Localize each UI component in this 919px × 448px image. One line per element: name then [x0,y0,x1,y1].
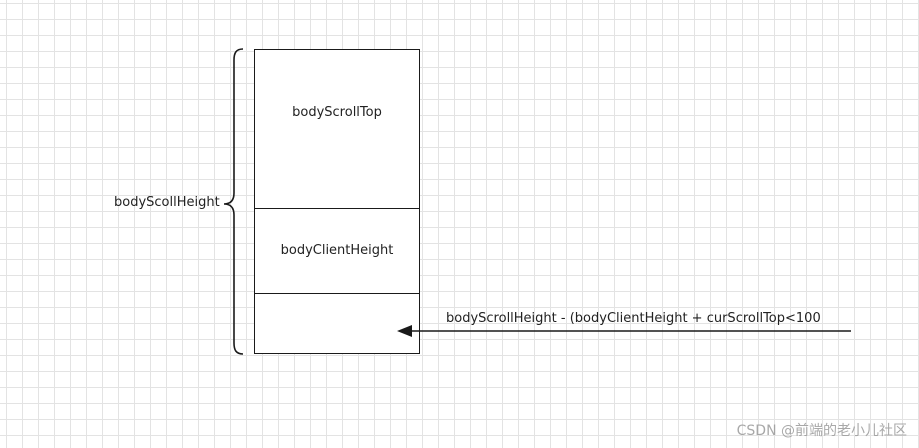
watermark: CSDN @前端的老小儿社区 [736,423,907,439]
formula-arrowhead [397,325,412,337]
scroll-height-label: bodyScollHeight [114,195,220,210]
scroll-container-box [254,49,420,354]
scroll-height-brace [223,48,244,355]
formula-label: bodyScrollHeight - (bodyClientHeight + c… [446,311,821,326]
scroll-top-label: bodyScrollTop [292,105,382,120]
client-height-label: bodyClientHeight [280,243,394,258]
client-viewport-box [254,208,420,294]
